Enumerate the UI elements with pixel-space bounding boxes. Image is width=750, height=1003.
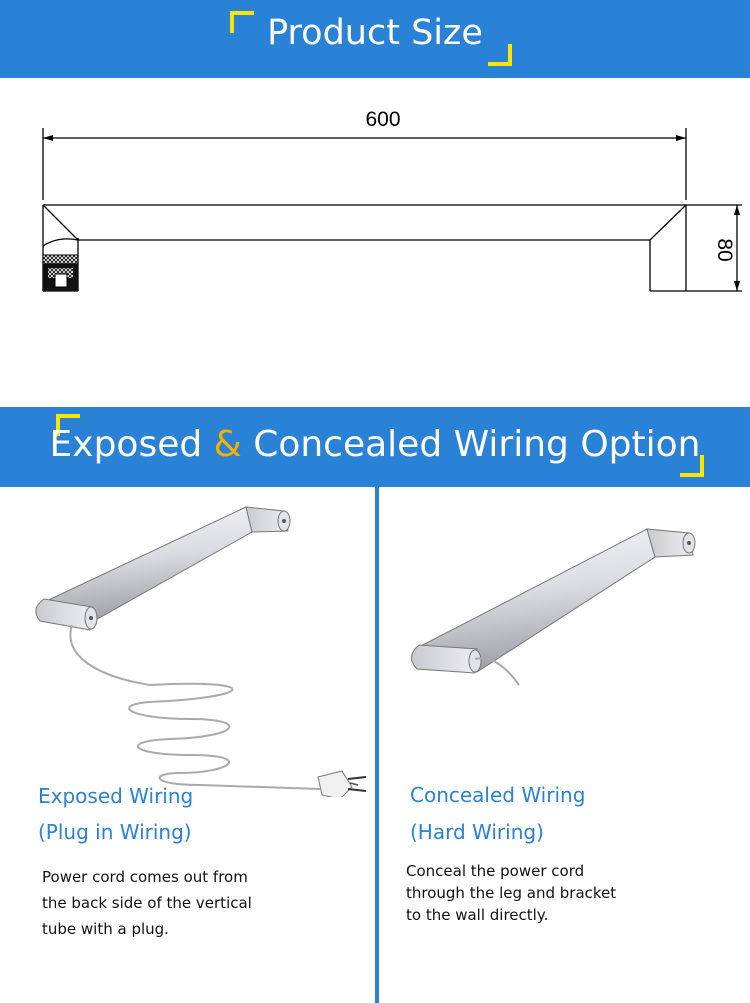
dimension-drawing: 600 80 — [42, 108, 742, 292]
concealed-wiring-subtitle: (Hard Wiring) — [410, 820, 544, 844]
exposed-wiring-description: Power cord comes out from the back side … — [42, 868, 252, 938]
width-label: 600 — [365, 108, 400, 131]
product-size-title: Product Size — [267, 13, 483, 53]
corner-bracket-icon — [680, 455, 704, 477]
corner-bracket-icon — [230, 11, 254, 33]
exposed-wiring-title: Exposed Wiring — [38, 784, 194, 808]
corner-bracket-icon — [56, 414, 80, 436]
exposed-wiring-illustration — [35, 506, 367, 797]
corner-bracket-icon — [488, 44, 512, 66]
wiring-option-banner: Exposed & Concealed Wiring Option — [0, 407, 750, 487]
concealed-wiring-description: Conceal the power cord through the leg a… — [406, 862, 617, 924]
column-divider — [375, 487, 379, 1003]
height-label: 80 — [713, 238, 736, 261]
concealed-wiring-illustration — [411, 528, 696, 686]
ampersand: & — [213, 424, 242, 465]
product-size-banner: Product Size — [0, 0, 750, 78]
concealed-wiring-title: Concealed Wiring — [410, 783, 586, 807]
exposed-wiring-subtitle: (Plug in Wiring) — [38, 820, 192, 844]
wiring-option-title: Exposed & Concealed Wiring Option — [49, 424, 701, 465]
power-plug-icon — [317, 770, 367, 797]
